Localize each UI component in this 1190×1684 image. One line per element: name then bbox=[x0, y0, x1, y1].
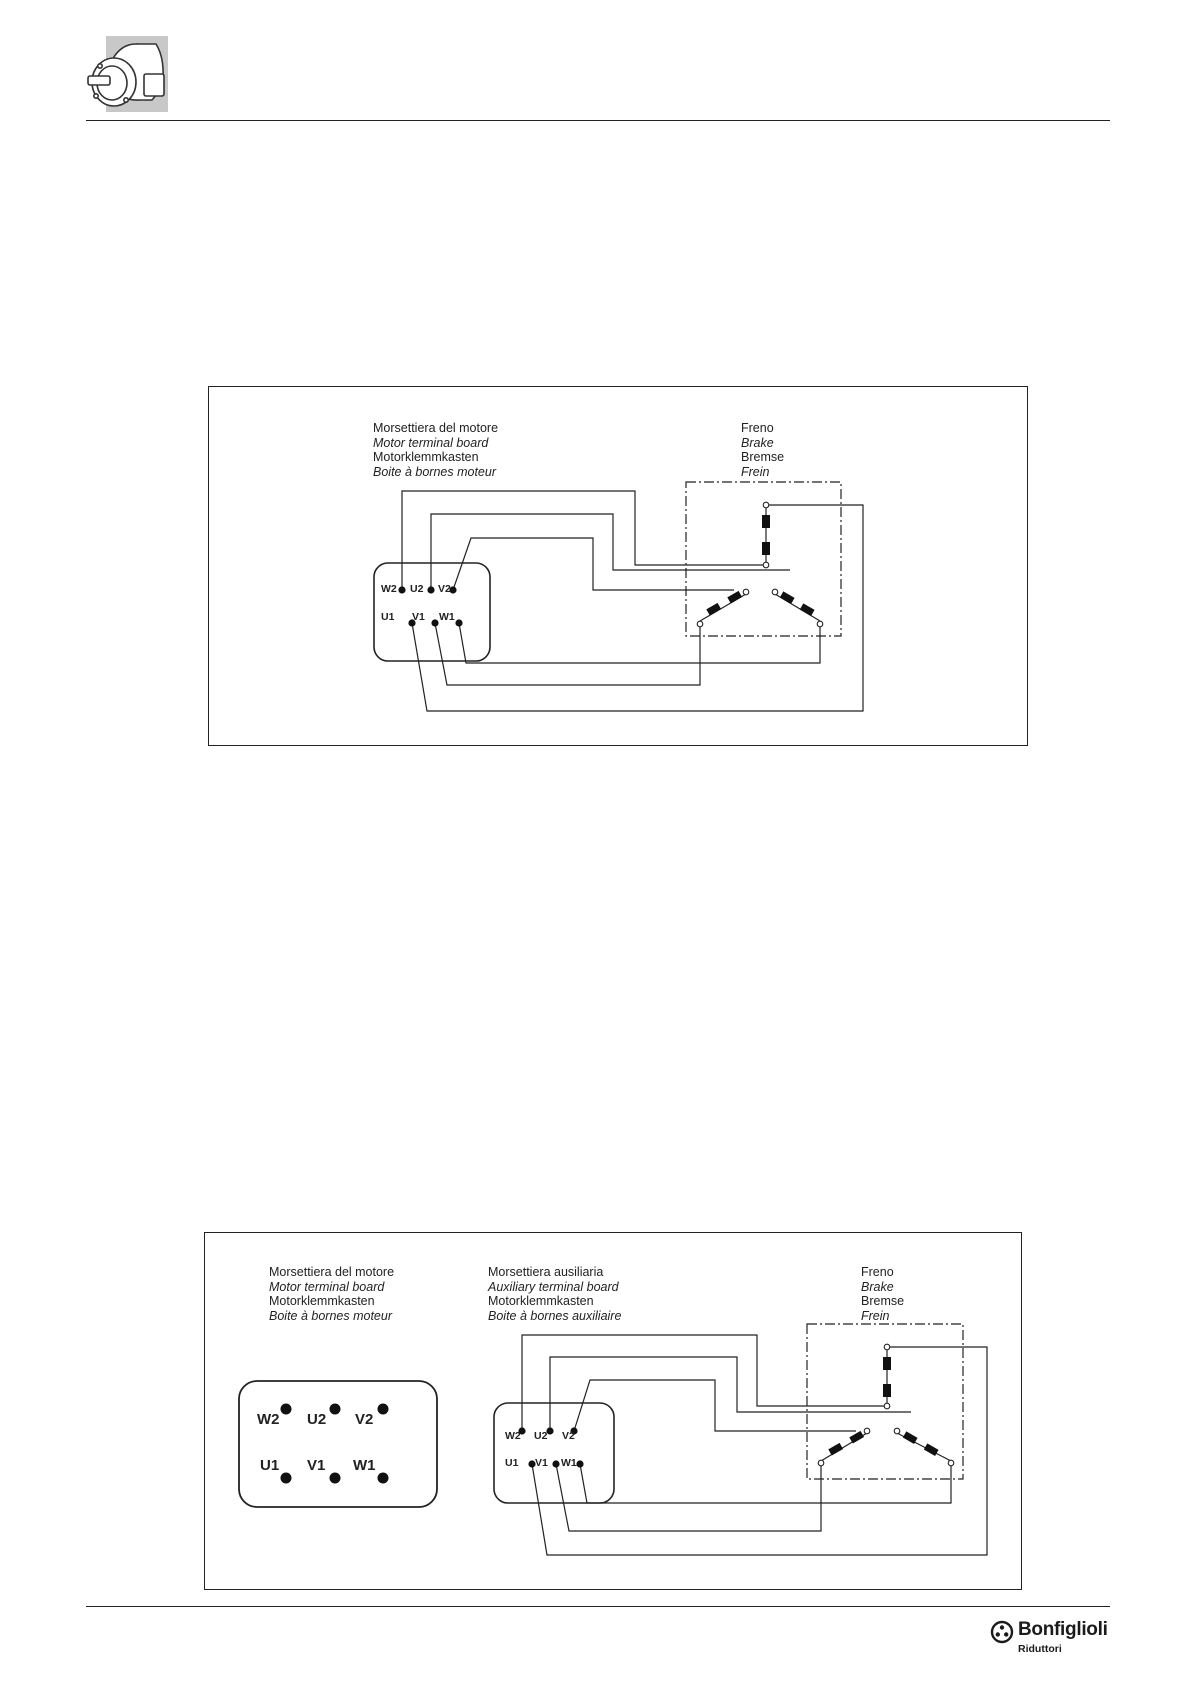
motor-terminal-v1: V1 bbox=[307, 1457, 326, 1474]
brand-name: Bonfiglioli bbox=[1018, 1619, 1108, 1640]
brake-label: Freno Brake Bremse Frein bbox=[741, 421, 785, 479]
wiring-diagram-2: Morsettiera del motore Motor terminal bo… bbox=[204, 1232, 1022, 1590]
aux-terminal-w2: W2 bbox=[505, 1430, 521, 1442]
motor-icon bbox=[86, 30, 168, 112]
brand-subtitle: Riduttori bbox=[1018, 1643, 1062, 1655]
terminal-w2: W2 bbox=[381, 583, 397, 595]
brake-label: Freno Brake Bremse Frein bbox=[861, 1265, 905, 1323]
terminal-w1: W1 bbox=[439, 611, 455, 623]
aux-terminal-u2: U2 bbox=[534, 1430, 548, 1442]
motor-terminal-w2: W2 bbox=[257, 1411, 280, 1428]
aux-terminal-w1: W1 bbox=[561, 1457, 577, 1469]
footer-rule bbox=[86, 1606, 1110, 1607]
motor-terminal-w1: W1 bbox=[353, 1457, 376, 1474]
motor-terminal-u2: U2 bbox=[307, 1411, 327, 1428]
header-rule bbox=[86, 120, 1110, 121]
wiring-diagram-1: Morsettiera del motore Motor terminal bo… bbox=[208, 386, 1028, 746]
aux-terminal-u1: U1 bbox=[505, 1457, 519, 1469]
wiring-lines bbox=[373, 481, 864, 712]
auxiliary-terminal-board-label: Morsettiera ausiliaria Auxiliary termina… bbox=[488, 1265, 622, 1323]
bonfiglioli-logo-icon bbox=[990, 1620, 1014, 1644]
terminal-v2: V2 bbox=[438, 583, 451, 595]
brand-logo: Bonfiglioli Riduttori bbox=[990, 1618, 1120, 1664]
wiring-lines bbox=[238, 1323, 988, 1556]
motor-terminal-v2: V2 bbox=[355, 1411, 374, 1428]
aux-terminal-v2: V2 bbox=[562, 1430, 575, 1442]
motor-terminal-board-label: Morsettiera del motore Motor terminal bo… bbox=[373, 421, 499, 479]
motor-terminal-board-label: Morsettiera del motore Motor terminal bo… bbox=[269, 1265, 395, 1323]
motor-terminal-u1: U1 bbox=[260, 1457, 280, 1474]
terminal-u1: U1 bbox=[381, 611, 395, 623]
terminal-v1: V1 bbox=[412, 611, 425, 623]
terminal-u2: U2 bbox=[410, 583, 424, 595]
aux-terminal-v1: V1 bbox=[535, 1457, 548, 1469]
